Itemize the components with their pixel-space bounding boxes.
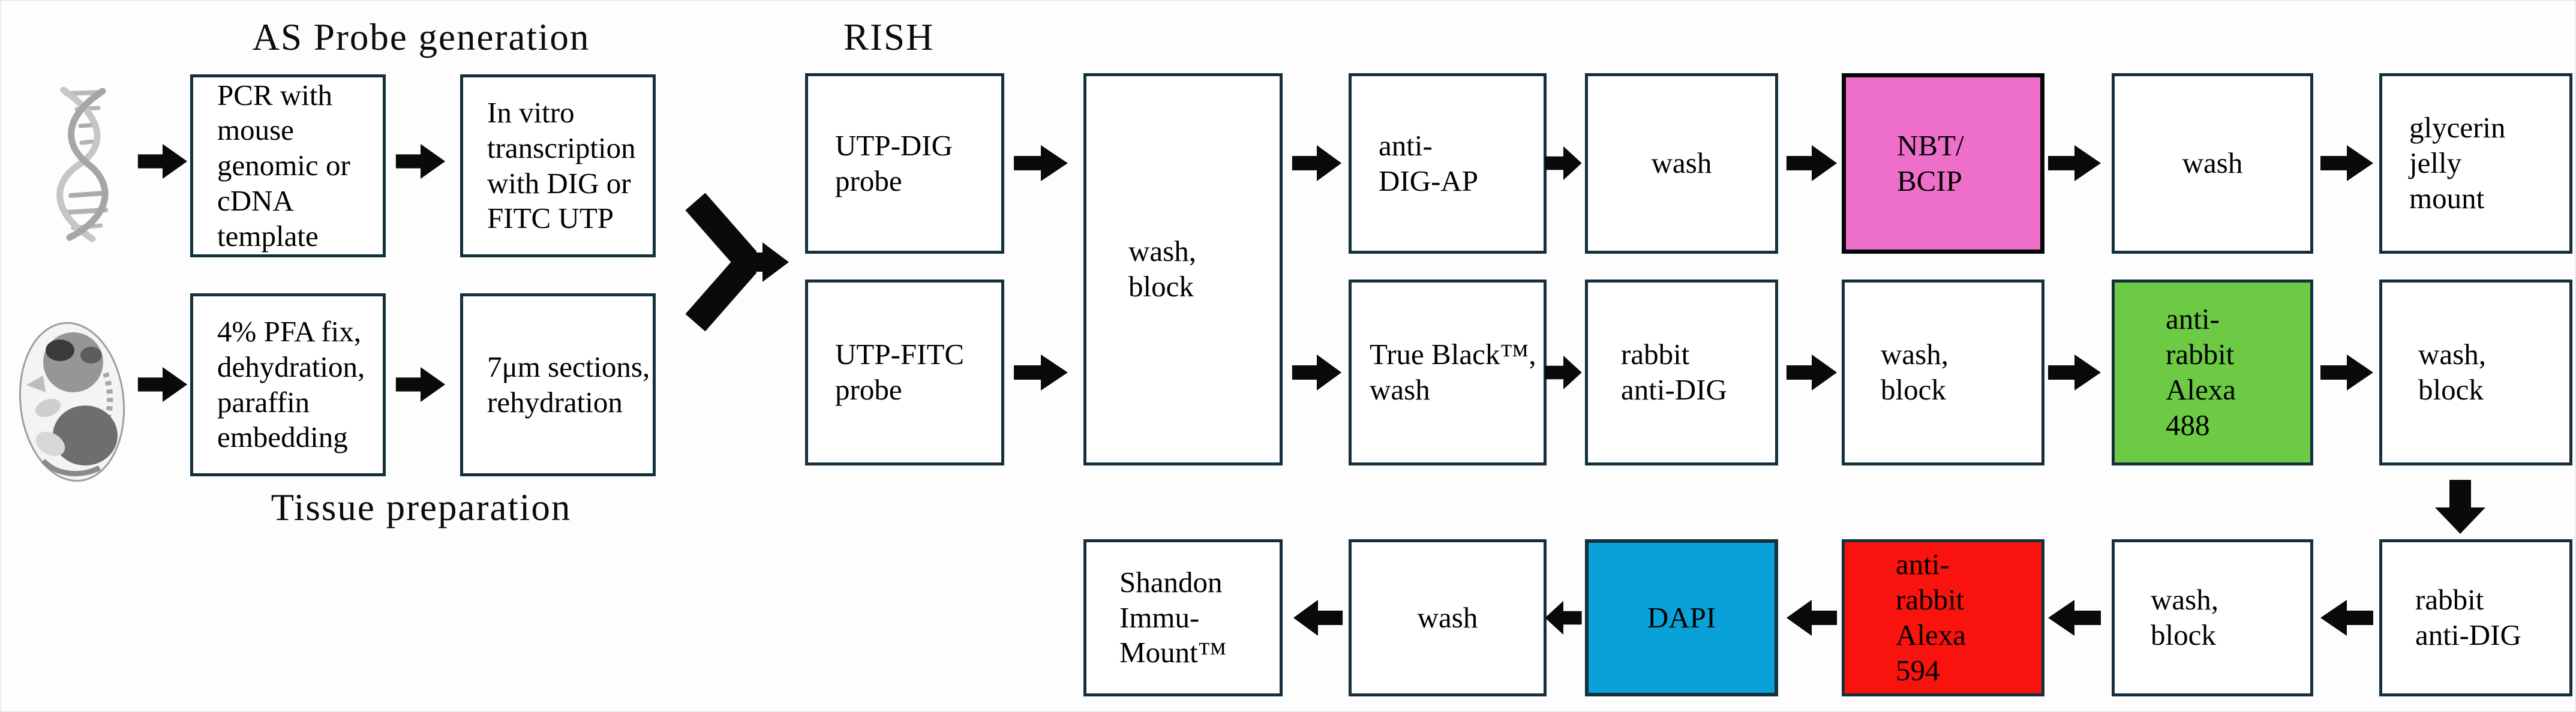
box-wash-1: wash — [1585, 73, 1778, 254]
box-rabbit-anti-dig-1: rabbit anti-DIG — [1585, 280, 1778, 465]
arrow-left-icon — [2319, 599, 2374, 637]
arrow-right-icon — [1291, 353, 1343, 392]
arrow-right-icon — [1785, 353, 1838, 392]
arrow-left-icon — [2047, 599, 2102, 637]
rish-title: RISH — [843, 16, 935, 58]
arrow-right-icon — [395, 143, 446, 180]
arrow-right-icon — [137, 143, 188, 180]
box-utp-dig-probe: UTP-DIG probe — [805, 73, 1004, 254]
box-pcr-template: PCR with mouse genomic or cDNA template — [190, 74, 386, 257]
probe-generation-title: AS Probe generation — [252, 16, 590, 58]
arrow-right-icon — [1544, 145, 1583, 181]
box-dapi: DAPI — [1585, 539, 1778, 696]
box-true-black-wash: True Black™, wash — [1349, 280, 1547, 465]
box-wash-3: wash — [1349, 539, 1547, 696]
arrow-right-icon — [1013, 144, 1069, 182]
box-anti-rabbit-alexa-488: anti- rabbit Alexa 488 — [2112, 280, 2313, 465]
arrow-right-icon — [137, 366, 188, 403]
arrow-right-icon — [1544, 355, 1583, 390]
arrow-left-icon — [1292, 599, 1344, 637]
box-wash-2: wash — [2112, 73, 2313, 254]
arrow-right-icon — [1291, 144, 1343, 182]
box-nbt-bcip: NBT/ BCIP — [1842, 73, 2044, 254]
box-rabbit-anti-dig-2: rabbit anti-DIG — [2379, 539, 2572, 696]
arrow-down-icon — [2435, 480, 2485, 534]
arrow-right-icon — [2319, 144, 2374, 182]
box-pfa-fix: 4% PFA fix, dehydration, paraffin embedd… — [190, 293, 386, 476]
arrow-left-icon — [1544, 600, 1583, 636]
mouse-embryo-icon — [14, 318, 132, 485]
box-sections-rehydration: 7μm sections, rehydration — [460, 293, 656, 476]
arrow-right-icon — [2047, 353, 2102, 392]
arrow-right-icon — [1013, 353, 1069, 392]
box-wash-block-2: wash, block — [2379, 280, 2572, 465]
box-wash-block-1: wash, block — [1842, 280, 2044, 465]
arrow-right-icon — [395, 366, 446, 403]
dna-helix-icon — [46, 84, 121, 245]
arrow-right-icon — [2319, 353, 2374, 392]
box-utp-fitc-probe: UTP-FITC probe — [805, 280, 1004, 465]
arrow-right-icon — [2047, 144, 2102, 182]
box-anti-rabbit-alexa-594: anti- rabbit Alexa 594 — [1842, 539, 2044, 696]
box-invitro-transcription: In vitro transcription with DIG or FITC … — [460, 74, 656, 257]
merge-arrow-icon — [682, 193, 790, 331]
tissue-preparation-title: Tissue preparation — [271, 486, 572, 528]
box-glycerin-jelly-mount: glycerin jelly mount — [2379, 73, 2572, 254]
box-wash-block-3: wash, block — [2112, 539, 2313, 696]
arrow-left-icon — [1785, 599, 1838, 637]
box-wash-block-main: wash, block — [1083, 73, 1283, 465]
box-shandon-immu-mount: Shandon Immu- Mount™ — [1083, 539, 1283, 696]
arrow-right-icon — [1785, 144, 1838, 182]
box-anti-dig-ap: anti- DIG-AP — [1349, 73, 1547, 254]
